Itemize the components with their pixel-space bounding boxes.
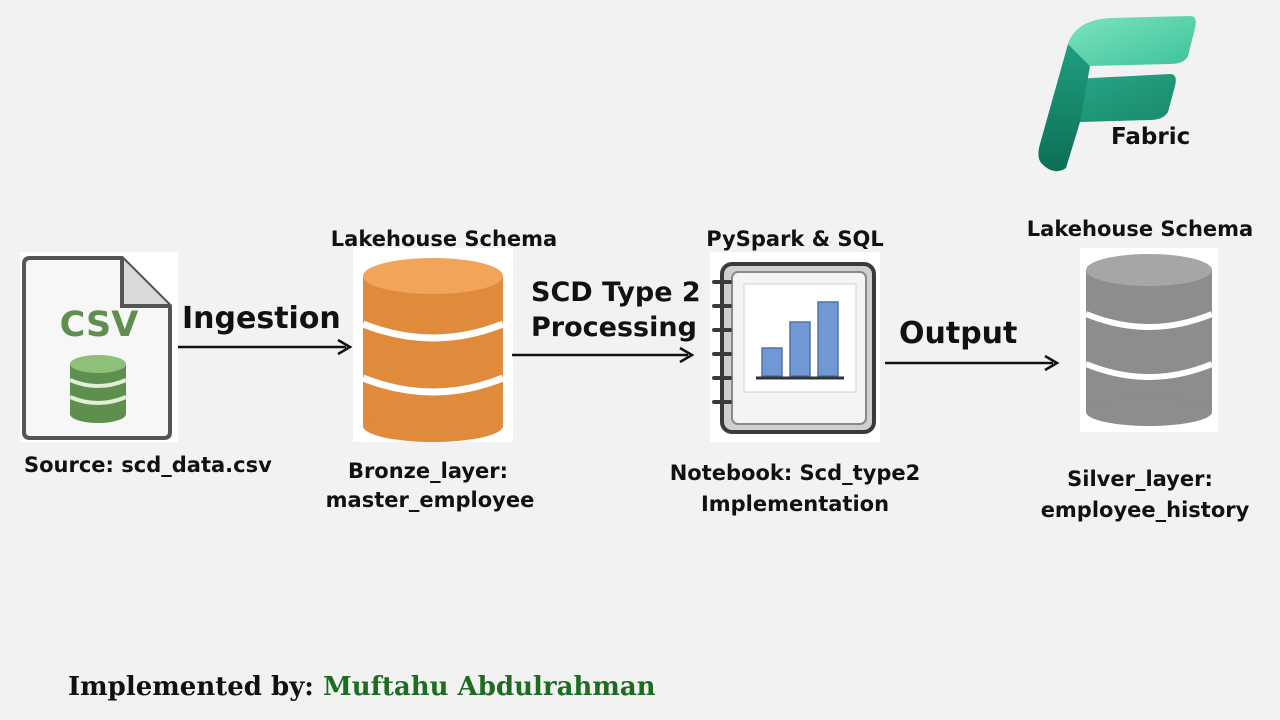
csv-icon-text: CSV — [59, 305, 139, 345]
silver-heading: Lakehouse Schema — [1026, 217, 1254, 241]
source-node — [20, 252, 178, 442]
chart-bar-1 — [761, 347, 783, 377]
output-label: Output — [899, 316, 1018, 351]
chart-bar-3 — [817, 301, 839, 377]
scd-label-line1: SCD Type 2 — [531, 277, 701, 308]
notebook-caption-line2: Implementation — [700, 492, 890, 516]
bronze-caption-line2: master_employee — [325, 488, 535, 512]
bronze-database-icon — [361, 258, 505, 442]
silver-caption-line1: Silver_layer: — [1067, 467, 1213, 491]
ingestion-arrow — [178, 338, 353, 356]
credit-author: Muftahu Abdulrahman — [322, 672, 656, 702]
source-caption: Source: scd_data.csv — [24, 453, 272, 477]
output-arrow — [885, 354, 1060, 372]
csv-file-icon — [22, 256, 172, 440]
processing-arrow — [512, 346, 695, 364]
scd-label-line2: Processing — [531, 312, 697, 343]
silver-node — [1080, 248, 1218, 432]
bronze-caption-line1: Bronze_layer: — [347, 459, 509, 483]
implemented-by-credit: Implemented by: Muftahu Abdulrahman — [68, 672, 656, 702]
silver-caption-line2: employee_history — [1040, 498, 1250, 522]
notebook-heading: PySpark & SQL — [706, 227, 884, 251]
notebook-chart-icon — [712, 262, 876, 434]
fabric-logo-icon — [1038, 16, 1196, 172]
chart-bar-2 — [789, 321, 811, 377]
credit-prefix: Implemented by: — [68, 672, 314, 702]
bronze-heading: Lakehouse Schema — [330, 227, 558, 251]
database-icon — [69, 355, 127, 423]
ingestion-label: Ingestion — [182, 301, 341, 336]
notebook-caption-line1: Notebook: Scd_type2 — [669, 461, 921, 485]
bronze-node — [353, 248, 513, 442]
silver-database-icon — [1084, 254, 1214, 426]
fabric-brand-label: Fabric — [1111, 124, 1191, 150]
notebook-node — [710, 252, 880, 442]
